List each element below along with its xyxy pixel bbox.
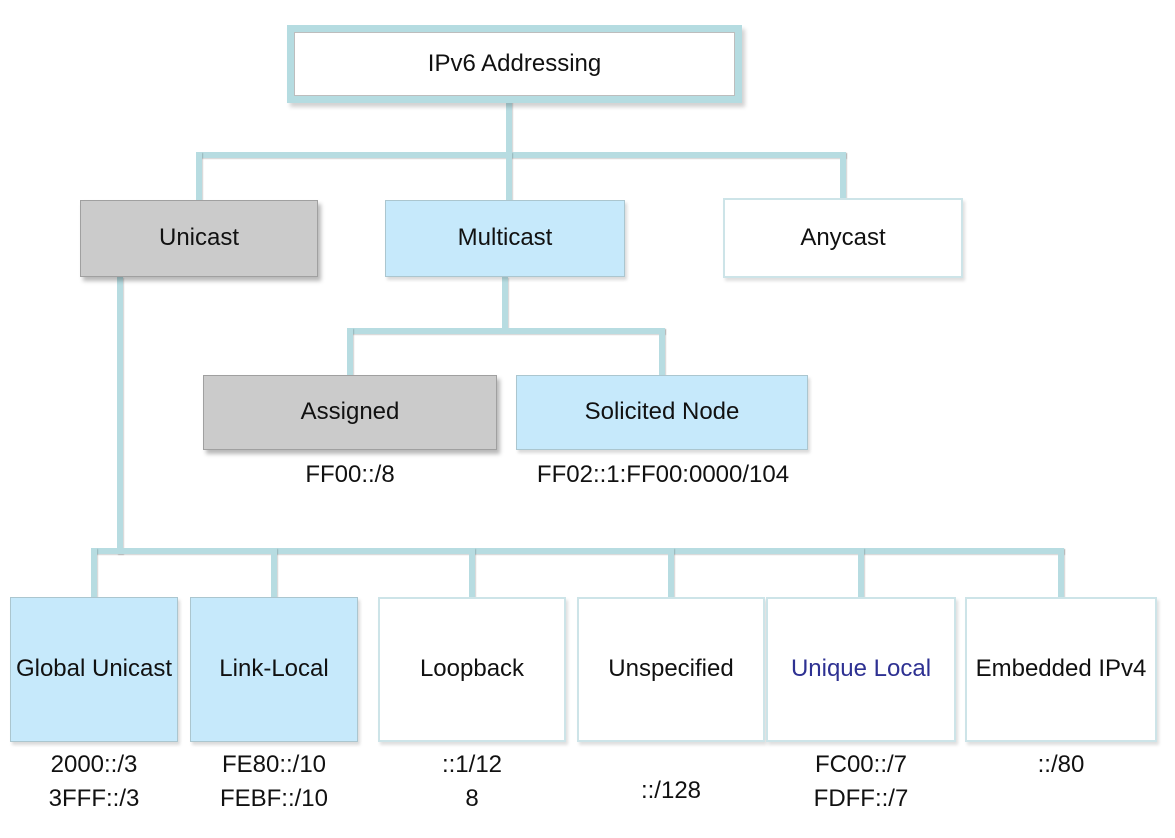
- global-unicast-prefixes: 2000::/3 3FFF::/3: [48, 751, 140, 812]
- connector-drop-unspecified: [668, 548, 674, 599]
- connector-drop-embedded-ipv4: [1058, 548, 1064, 599]
- connector-unicast-stem: [117, 277, 123, 554]
- connector-multicast-stem: [502, 277, 508, 332]
- node-assigned: Assigned: [203, 375, 497, 450]
- node-embedded-ipv4-label: Embedded IPv4: [975, 655, 1147, 683]
- connector-root-stem: [506, 101, 512, 152]
- node-unspecified-label: Unspecified: [608, 655, 734, 683]
- node-solicited-node: Solicited Node: [516, 375, 808, 450]
- assigned-prefix: FF00::/8: [305, 461, 395, 488]
- connector-drop-assigned: [347, 328, 353, 377]
- node-link-local-label: Link-Local: [219, 655, 329, 683]
- connector-uc-horizontal: [91, 548, 1064, 554]
- node-anycast: Anycast: [723, 198, 963, 278]
- node-loopback: Loopback: [378, 597, 566, 742]
- loopback-prefixes: ::1/12 8: [441, 751, 503, 812]
- connector-drop-loopback: [469, 548, 475, 599]
- node-ipv6-addressing-label: IPv6 Addressing: [427, 49, 602, 77]
- unique-local-prefixes: FC00::/7 FDFF::/7: [813, 751, 909, 812]
- node-multicast-label: Multicast: [457, 224, 553, 252]
- node-global-unicast-label: Global Unicast: [15, 655, 173, 683]
- connector-l2-horizontal: [196, 152, 846, 158]
- connector-drop-anycast: [840, 152, 846, 202]
- node-unique-local-label: Unique Local: [790, 655, 932, 683]
- connector-drop-solicited-node: [659, 328, 665, 377]
- connector-drop-link-local: [271, 548, 277, 599]
- connector-drop-multicast: [506, 152, 512, 202]
- node-assigned-label: Assigned: [300, 398, 400, 426]
- node-loopback-label: Loopback: [419, 655, 525, 683]
- node-unspecified: Unspecified: [577, 597, 765, 742]
- unspecified-prefix: ::/128: [640, 777, 702, 804]
- node-multicast: Multicast: [385, 200, 625, 277]
- embedded-ipv4-prefix: ::/80: [1037, 751, 1085, 778]
- node-unique-local: Unique Local: [766, 597, 956, 742]
- node-link-local: Link-Local: [190, 597, 358, 742]
- node-anycast-label: Anycast: [800, 223, 886, 251]
- link-local-prefixes: FE80::/10 FEBF::/10: [219, 751, 329, 812]
- node-global-unicast: Global Unicast: [10, 597, 178, 742]
- node-unicast-label: Unicast: [158, 224, 240, 252]
- solicited-node-prefix: FF02::1:FF00:0000/104: [536, 461, 790, 488]
- connector-mc-horizontal: [347, 328, 665, 334]
- node-unicast: Unicast: [80, 200, 318, 277]
- node-embedded-ipv4: Embedded IPv4: [965, 597, 1157, 742]
- connector-drop-unique-local: [858, 548, 864, 599]
- connector-drop-unicast: [196, 152, 202, 202]
- connector-drop-global-unicast: [91, 548, 97, 599]
- node-solicited-node-label: Solicited Node: [584, 398, 740, 426]
- node-ipv6-addressing: IPv6 Addressing: [287, 25, 742, 103]
